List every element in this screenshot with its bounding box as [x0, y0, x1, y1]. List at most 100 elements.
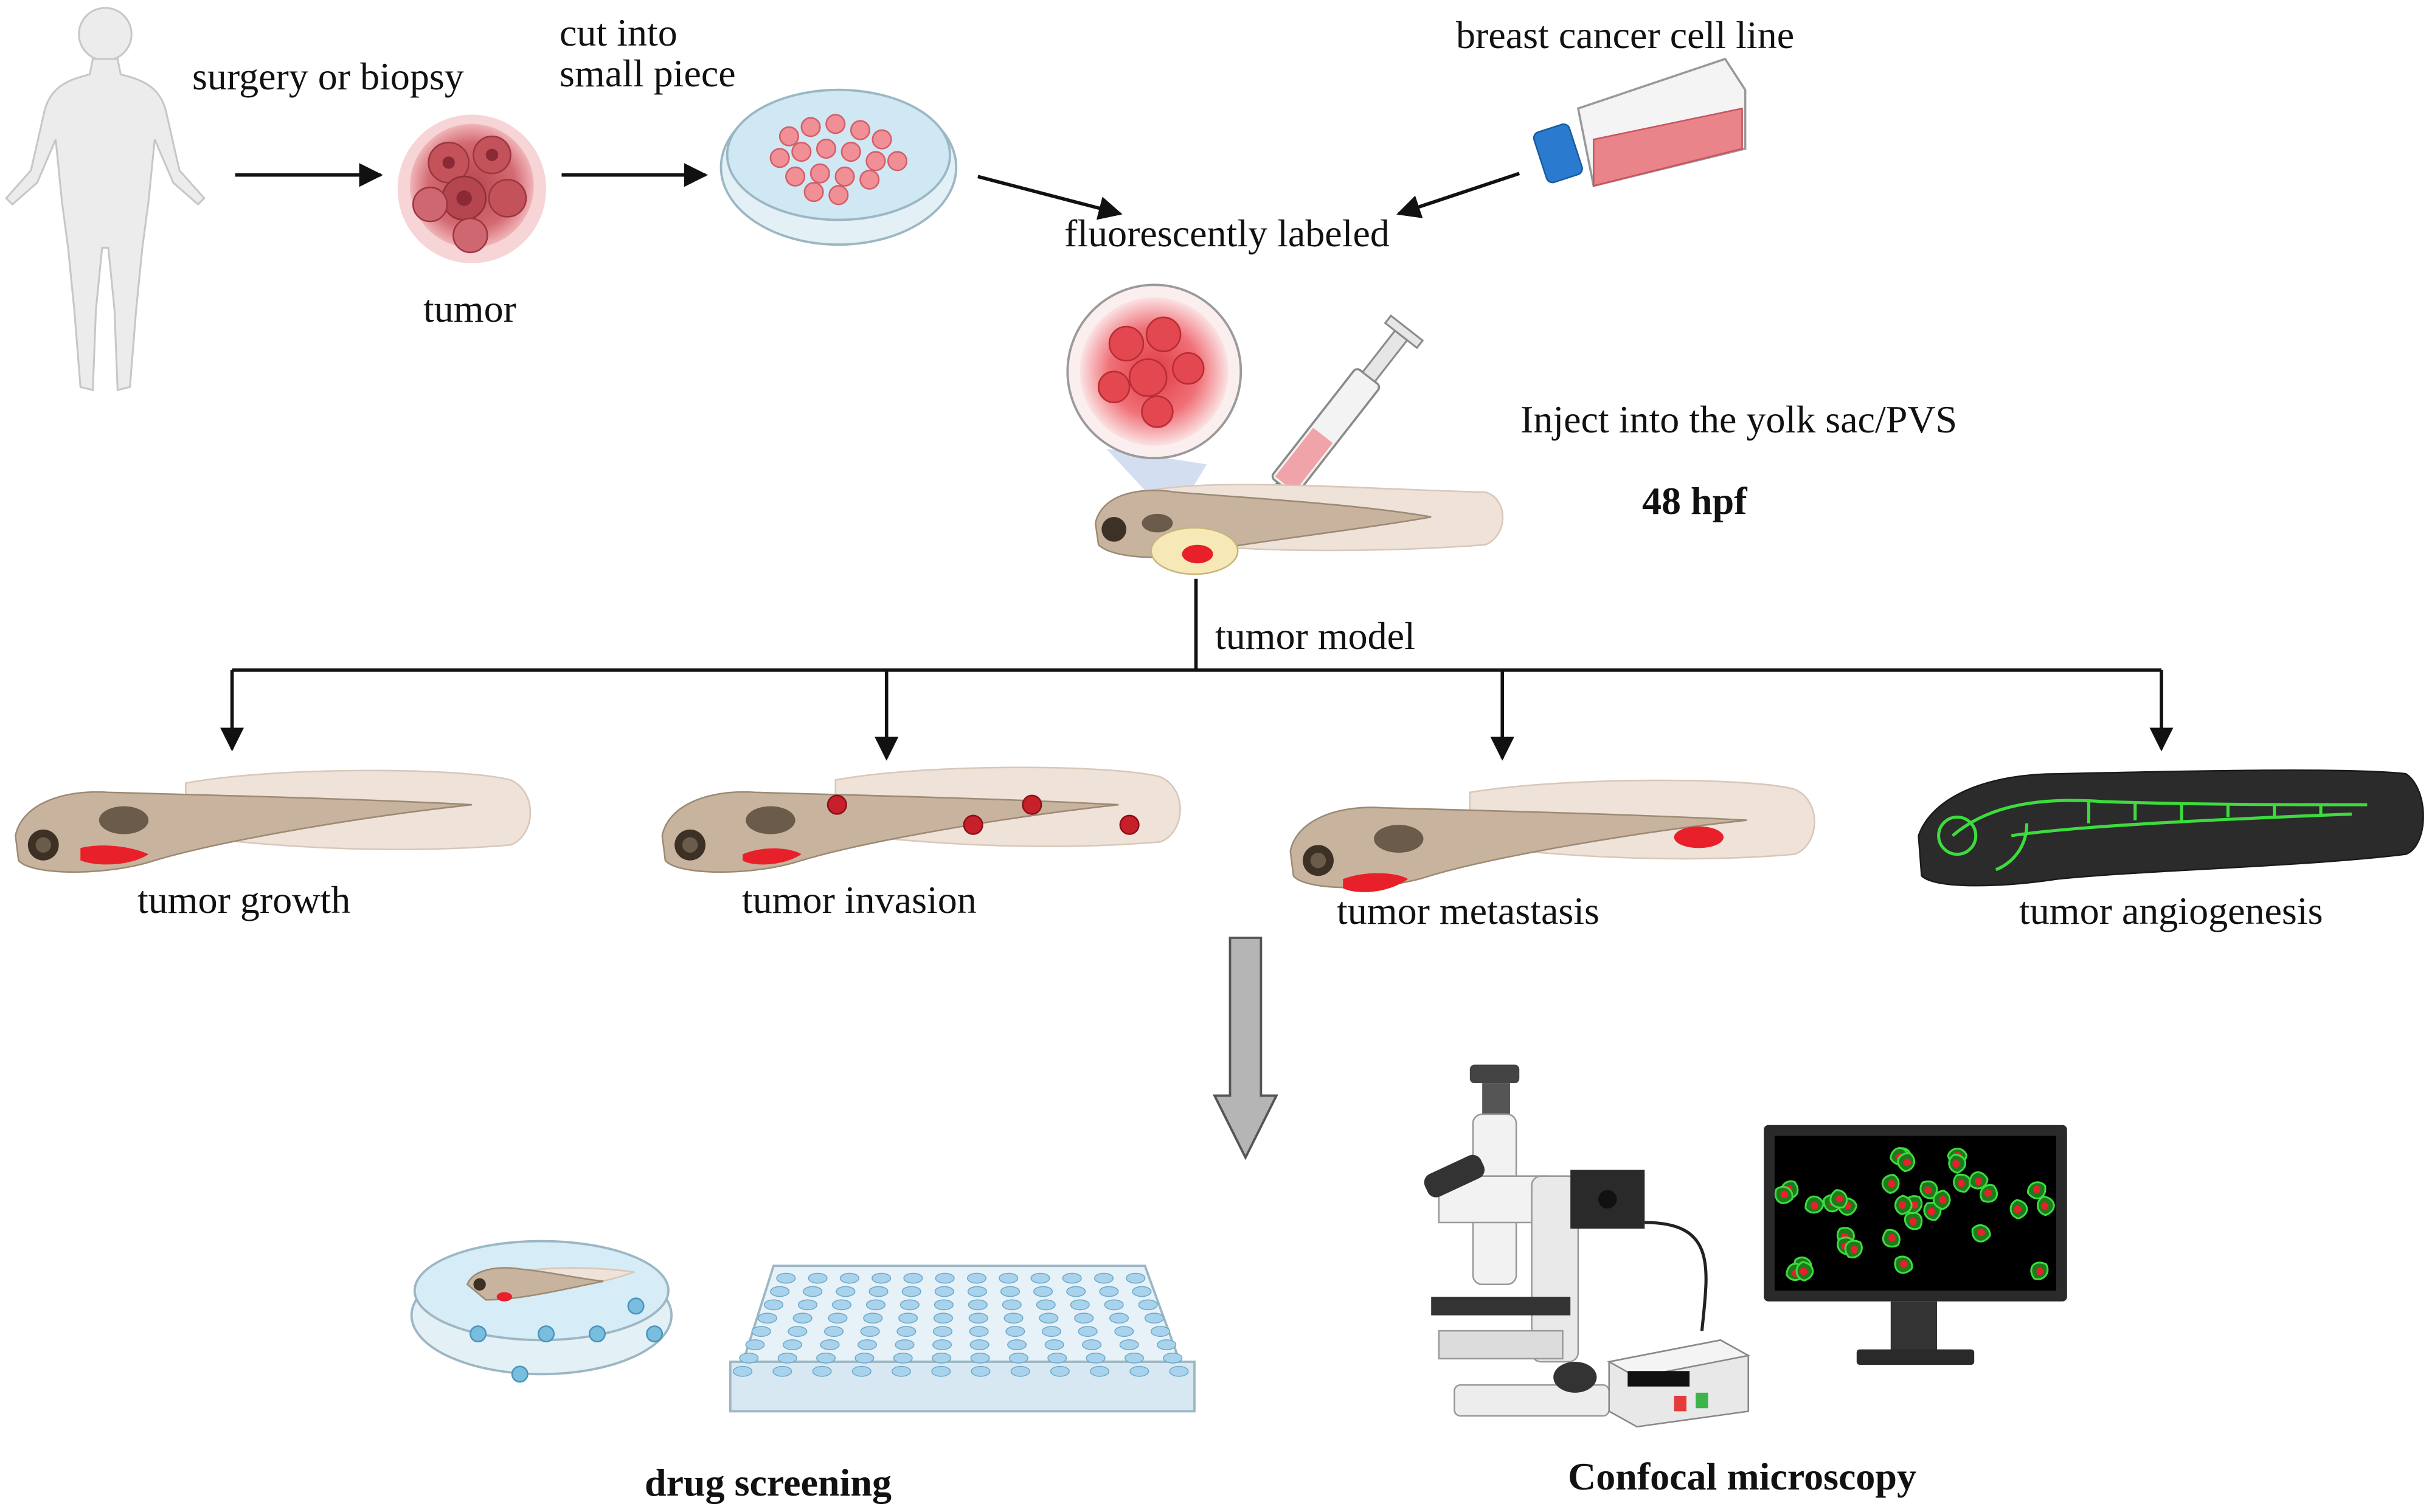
well: [969, 1326, 989, 1337]
well: [971, 1365, 991, 1377]
larva-tumor-growth: [15, 769, 532, 873]
label-tumor-metastasis: tumor metastasis: [1337, 889, 1599, 932]
well: [1047, 1352, 1067, 1364]
well: [969, 1339, 989, 1350]
well: [776, 1272, 796, 1284]
cell-nucleus: [1927, 1207, 1936, 1216]
power-box-icon: [1607, 1339, 1751, 1428]
well: [901, 1286, 921, 1297]
tumor-cluster-icon: [397, 114, 547, 263]
well: [1124, 1352, 1145, 1364]
well: [903, 1272, 923, 1284]
well: [751, 1326, 771, 1337]
well: [932, 1326, 953, 1337]
well: [899, 1299, 920, 1311]
well: [1094, 1272, 1114, 1284]
label-fluorescently-labeled: fluorescently labeled: [1064, 212, 1390, 255]
label-breast-cancer-cell-line: breast cancer cell line: [1456, 13, 1795, 57]
well: [932, 1352, 952, 1364]
well: [1044, 1339, 1064, 1350]
cell-nucleus: [1903, 1158, 1911, 1166]
arrow-dish-to-labeled: [977, 175, 1123, 220]
well: [1104, 1299, 1124, 1311]
label-tumor-growth: tumor growth: [137, 878, 351, 921]
well: [966, 1272, 986, 1284]
well: [1138, 1299, 1158, 1311]
well: [1090, 1365, 1110, 1377]
well: [999, 1272, 1019, 1284]
well: [1074, 1313, 1094, 1324]
label-tumor-invasion: tumor invasion: [742, 878, 977, 921]
well: [745, 1339, 765, 1350]
well: [1078, 1326, 1098, 1337]
drug-dish-icon: [410, 1240, 673, 1383]
well: [931, 1365, 951, 1377]
petri-dish-icon: [719, 88, 958, 246]
cell-nucleus: [1900, 1260, 1908, 1268]
cell-nucleus: [1909, 1218, 1917, 1226]
monitor-icon: [1764, 1125, 2067, 1365]
well: [970, 1352, 990, 1364]
well: [733, 1365, 753, 1377]
cell-nucleus: [2014, 1205, 2022, 1213]
well: [1119, 1339, 1139, 1350]
cell-nucleus: [1888, 1234, 1896, 1242]
cell-nucleus: [1977, 1229, 1985, 1236]
well: [858, 1339, 878, 1350]
well: [1109, 1313, 1129, 1324]
larva-tumor-invasion: [661, 766, 1181, 873]
well: [820, 1339, 840, 1350]
well: [1129, 1365, 1149, 1377]
well: [1126, 1272, 1146, 1284]
well: [898, 1313, 918, 1324]
well: [851, 1365, 872, 1377]
cell-nucleus: [1835, 1195, 1843, 1203]
cell-nucleus: [1939, 1196, 1947, 1204]
well: [808, 1272, 828, 1284]
well: [1066, 1286, 1086, 1297]
well: [739, 1352, 759, 1364]
cell-nucleus: [1952, 1160, 1960, 1168]
well: [770, 1286, 790, 1297]
cell-nucleus: [2033, 1185, 2040, 1193]
well: [1082, 1339, 1102, 1350]
well: [1099, 1286, 1119, 1297]
magnified-tumor-icon: [1066, 283, 1242, 521]
well: [1062, 1272, 1082, 1284]
cell-nucleus: [1924, 1186, 1932, 1194]
cell-nucleus: [1910, 1201, 1918, 1209]
well: [1008, 1352, 1028, 1364]
cell-culture-flask-icon: [1533, 57, 1747, 187]
well: [788, 1326, 808, 1337]
cell-nucleus: [1780, 1190, 1788, 1198]
well: [872, 1272, 892, 1284]
well: [1050, 1365, 1070, 1377]
well: [816, 1352, 836, 1364]
cell-nucleus: [1888, 1180, 1896, 1188]
well: [854, 1352, 875, 1364]
well: [757, 1313, 777, 1324]
well: [1163, 1352, 1183, 1364]
well: [828, 1313, 848, 1324]
label-inject-into-yolk-sac: Inject into the yolk sac/PVS: [1520, 398, 1958, 441]
larva-tumor-metastasis: [1289, 779, 1815, 892]
well: [812, 1365, 832, 1377]
well: [782, 1339, 803, 1350]
well: [797, 1299, 817, 1311]
cell-nucleus: [1898, 1201, 1907, 1209]
well: [1003, 1313, 1024, 1324]
well: [933, 1313, 953, 1324]
microscope-icon: [1424, 1064, 1708, 1417]
well-plate-icon: [729, 1264, 1196, 1413]
cell-nucleus: [2040, 1202, 2049, 1210]
cell-nucleus: [2036, 1268, 2044, 1275]
well: [1132, 1286, 1152, 1297]
well: [839, 1272, 859, 1284]
cell-nucleus: [1957, 1179, 1965, 1187]
well: [860, 1326, 880, 1337]
label-surgery-or-biopsy: surgery or biopsy: [192, 55, 464, 98]
well: [932, 1339, 952, 1350]
well: [934, 1299, 954, 1311]
well: [1030, 1272, 1050, 1284]
zebrafish-larva-icon: [1094, 484, 1504, 575]
